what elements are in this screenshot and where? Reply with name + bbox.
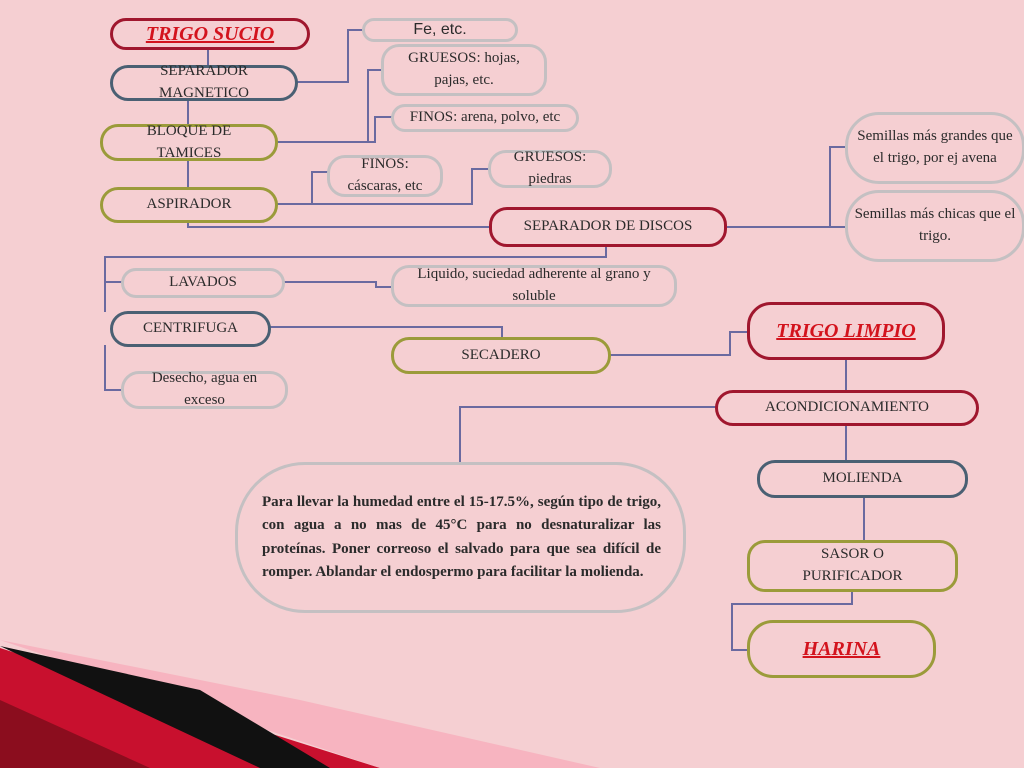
- finos-cascaras-node: FINOS: cáscaras, etc: [327, 155, 443, 197]
- separador-discos-node: SEPARADOR DE DISCOS: [489, 207, 727, 247]
- secadero-node: SECADERO: [391, 337, 611, 374]
- desecho-node: Desecho, agua en exceso: [121, 370, 288, 409]
- acondicionamiento-description: Para llevar la humedad entre el 15-17.5%…: [235, 462, 686, 613]
- acondicionamiento-description-text: Para llevar la humedad entre el 15-17.5%…: [262, 494, 661, 580]
- aspirador-node: ASPIRADOR: [100, 187, 278, 223]
- gruesos-piedras-node: GRUESOS: piedras: [488, 149, 612, 188]
- molienda-node: MOLIENDA: [757, 460, 968, 498]
- semillas-grandes-node: Semillas más grandes que el trigo, por e…: [845, 112, 1024, 184]
- separador-magnetico-node: SEPARADOR MAGNETICO: [110, 63, 298, 101]
- trigo-limpio-node: TRIGO LIMPIO: [747, 302, 945, 360]
- sasor-purificador-node: SASOR O PURIFICADOR: [747, 540, 958, 592]
- liquido-node: Liquido, suciedad adherente al grano y s…: [391, 265, 677, 307]
- fe-etc-node: Fe, etc.: [362, 18, 518, 42]
- gruesos-hojas-node: GRUESOS: hojas, pajas, etc.: [381, 44, 547, 96]
- centrifuga-node: CENTRIFUGA: [110, 311, 271, 347]
- trigo-sucio-node: TRIGO SUCIO: [110, 18, 310, 50]
- bloque-tamices-node: BLOQUE DE TAMICES: [100, 123, 278, 161]
- harina-node: HARINA: [747, 620, 936, 678]
- lavados-node: LAVADOS: [121, 268, 285, 298]
- acondicionamiento-node: ACONDICIONAMIENTO: [715, 390, 979, 426]
- semillas-chicas-node: Semillas más chicas que el trigo.: [845, 190, 1024, 262]
- finos-arena-node: FINOS: arena, polvo, etc: [391, 104, 579, 132]
